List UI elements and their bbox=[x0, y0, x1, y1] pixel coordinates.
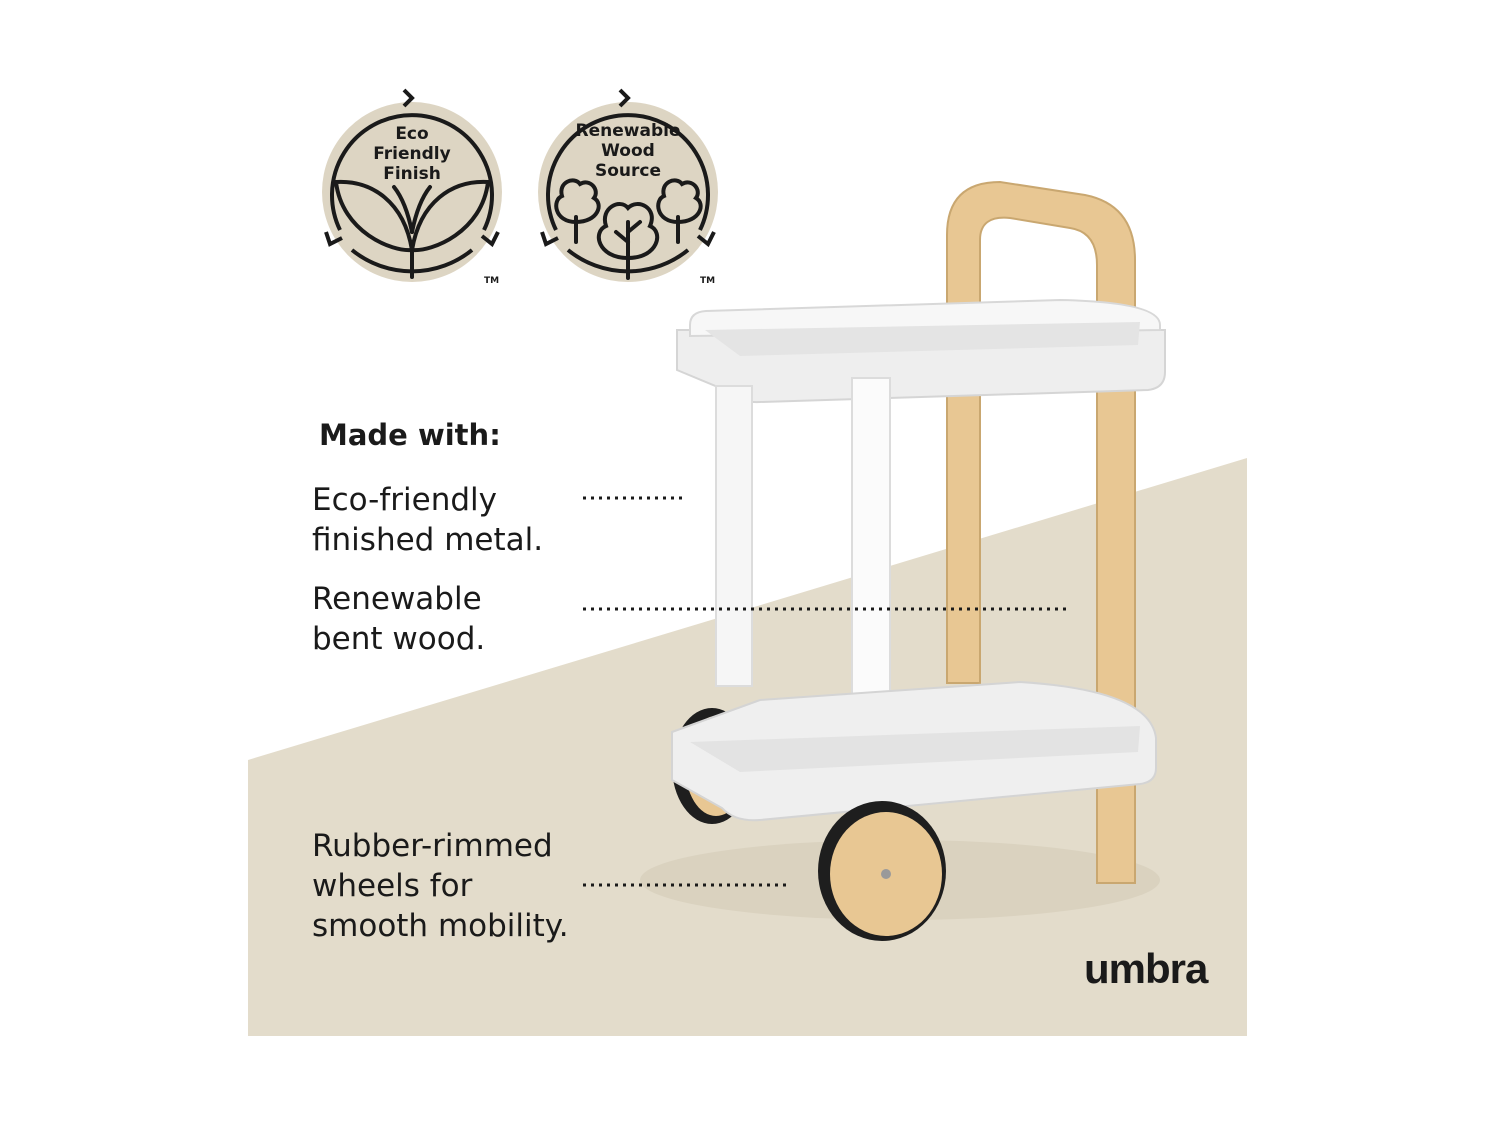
feature-line: Rubber-rimmed bbox=[312, 828, 553, 864]
feature-wheels: Rubber-rimmed wheels for smooth mobility… bbox=[312, 826, 569, 946]
brand-logo: umbra bbox=[1084, 945, 1208, 992]
arrow-icon bbox=[324, 88, 500, 248]
arrow-icon bbox=[540, 88, 716, 248]
feature-line: smooth mobility. bbox=[312, 908, 569, 944]
renewable-badge-text: Renewable Wood Source bbox=[568, 121, 688, 181]
trees-icon bbox=[554, 178, 703, 280]
trademark-mark: TM bbox=[484, 276, 500, 286]
badge-line: Source bbox=[594, 161, 662, 181]
front-wheel bbox=[818, 801, 946, 941]
wood-handle bbox=[946, 180, 1136, 884]
feature-eco-metal: Eco-friendly finished metal. bbox=[312, 480, 543, 560]
trademark-mark: TM bbox=[700, 276, 716, 286]
feature-line: finished metal. bbox=[312, 522, 544, 558]
made-with-heading: Made with: bbox=[319, 418, 501, 452]
feature-bent-wood: Renewable bent wood. bbox=[312, 579, 485, 659]
renewable-wood-badge bbox=[538, 88, 718, 282]
eco-friendly-badge bbox=[322, 88, 502, 282]
badge-line: Friendly bbox=[373, 144, 451, 164]
feature-line: Eco-friendly bbox=[312, 482, 497, 518]
badge-line: Renewable bbox=[575, 121, 681, 141]
feature-line: bent wood. bbox=[312, 621, 486, 657]
top-tray bbox=[676, 298, 1166, 404]
feature-line: wheels for bbox=[312, 868, 473, 904]
bottom-tray bbox=[671, 680, 1157, 822]
leaf-icon bbox=[333, 179, 491, 279]
eco-badge-text: Eco Friendly Finish bbox=[352, 124, 472, 184]
badge-line: Eco bbox=[395, 124, 429, 144]
front-left-leg bbox=[715, 385, 753, 687]
badge-line: Wood bbox=[601, 141, 655, 161]
badge-line: Finish bbox=[383, 164, 441, 184]
feature-line: Renewable bbox=[312, 581, 482, 617]
